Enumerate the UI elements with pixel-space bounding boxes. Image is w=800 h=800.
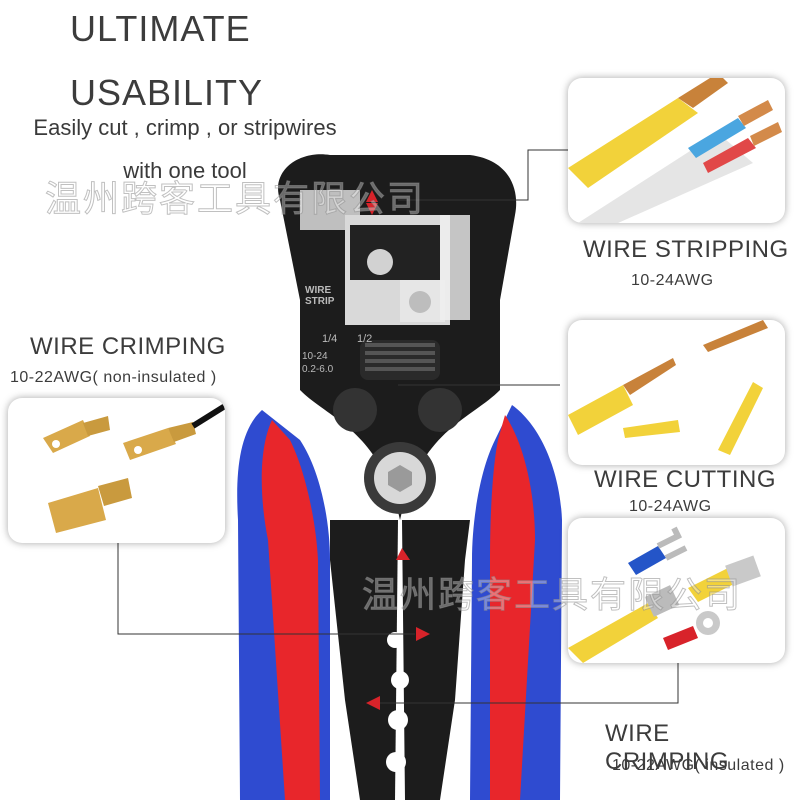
insulated-crimping-title: WIRE CRIMPING <box>605 720 729 775</box>
wire-stripping-spec: 10-24AWG <box>631 272 714 289</box>
noninsulated-terminals-image <box>43 403 225 533</box>
insulated-terminals-image <box>568 526 761 663</box>
wire-stripping-image-card <box>568 78 785 223</box>
tool-mark-wire: WIRE <box>305 285 332 296</box>
tool-mark-fraction-2: 1/2 <box>357 333 373 345</box>
tool-mark-gauge: 10-24 <box>302 351 328 362</box>
wire-cutting-spec: 10-24AWG <box>629 498 712 515</box>
headline-line-1: ULTIMATE <box>70 8 251 49</box>
noninsulated-crimping-spec: 10-22AWG( non-insulated ) <box>10 369 217 386</box>
tool-mark-range: 0.2-6.0 <box>302 364 334 375</box>
wire-cutting-image-card <box>568 320 785 465</box>
headline-line-2: USABILITY <box>70 72 264 113</box>
wire-stripping-title: WIRE STRIPPING <box>583 236 789 263</box>
subtitle-line-1: Easily cut , crimp , or stripwires <box>33 115 337 140</box>
subtitle-line-2: with one tool <box>123 158 247 183</box>
insulated-crimping-image-card <box>568 518 785 663</box>
watermark-top: 温州跨客工具有限公司 <box>44 179 426 221</box>
noninsulated-crimping-title: WIRE CRIMPING <box>30 333 226 360</box>
stripped-wire-image <box>568 78 782 223</box>
noninsulated-crimping-image-card <box>8 398 225 543</box>
insulated-crimping-spec: 10-22AWG( insulated ) <box>612 757 785 774</box>
cut-wire-image <box>568 320 768 455</box>
wire-cutting-title: WIRE CUTTING <box>594 466 776 493</box>
watermark-bottom: 温州跨客工具有限公司 <box>361 575 743 617</box>
tool-mark-strip: STRIP <box>305 296 335 307</box>
tool-mark-fraction-1: 1/4 <box>322 333 338 345</box>
